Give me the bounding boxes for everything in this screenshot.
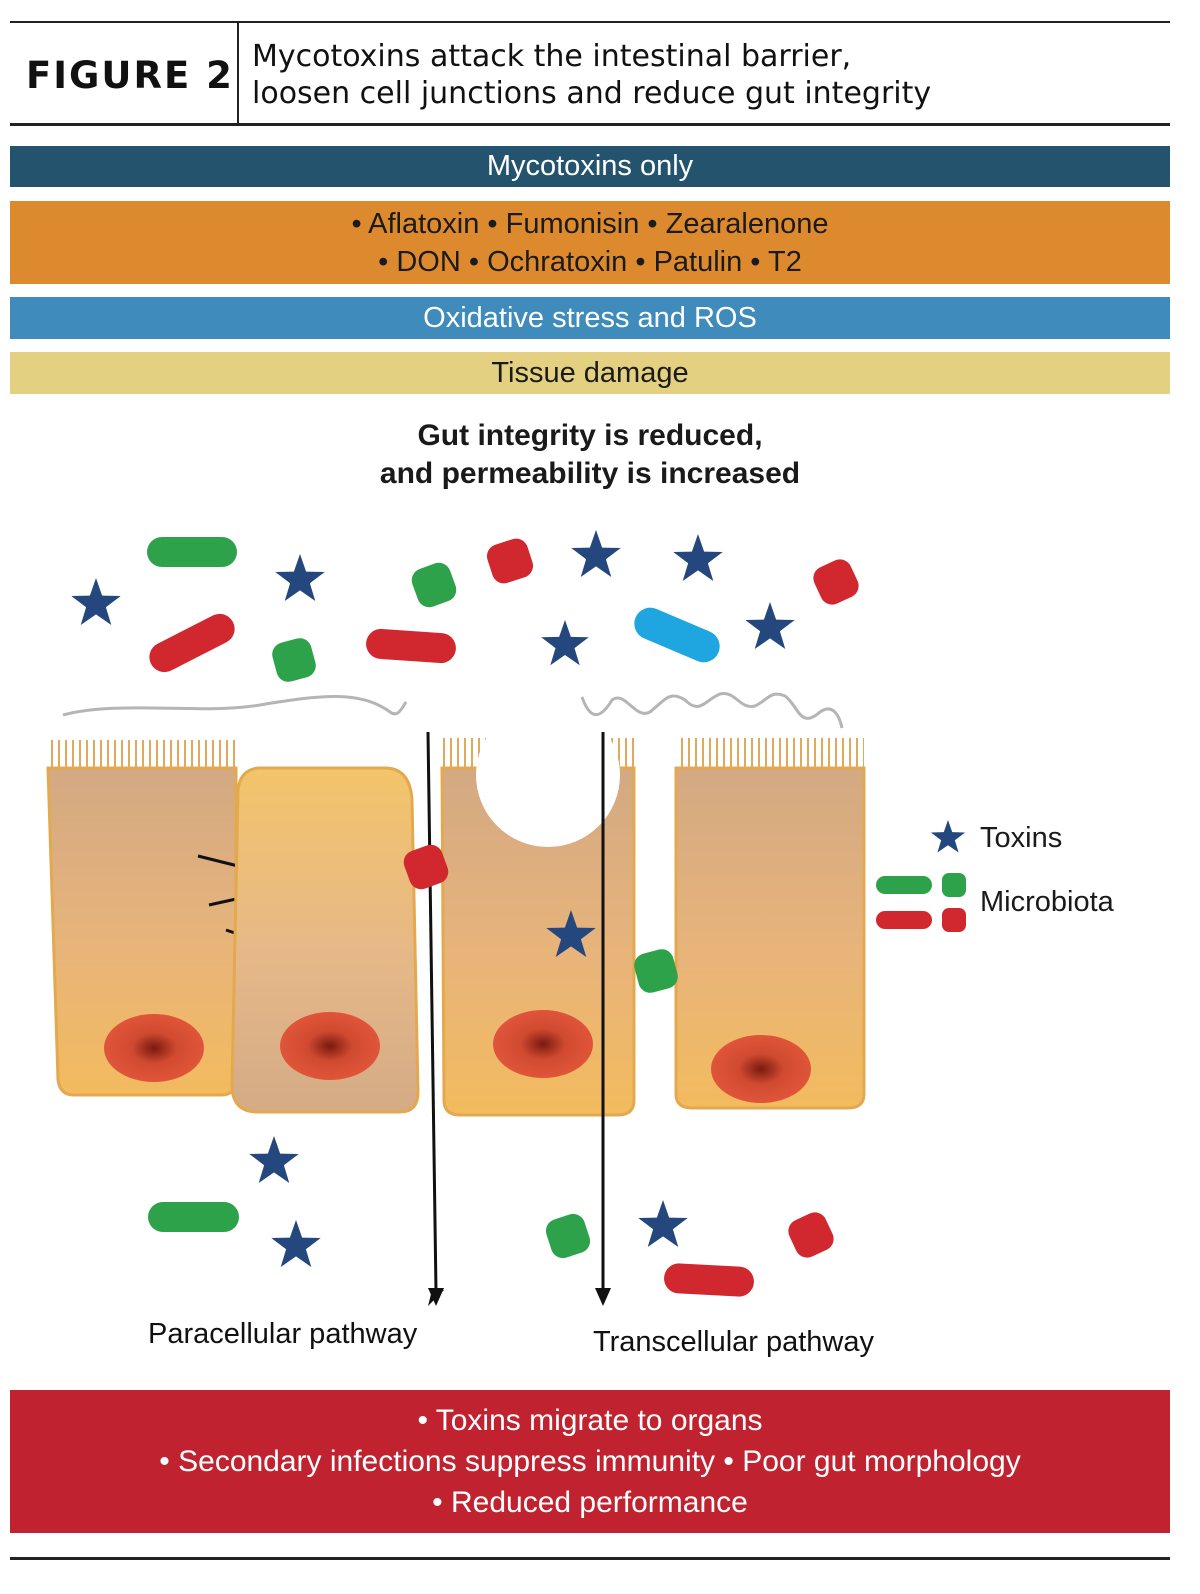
figure-label: FIGURE 2: [26, 54, 234, 97]
legend-microbe-red-coccus: [942, 908, 966, 932]
toxin-star: [71, 578, 121, 626]
epithelial-cell-2: [230, 766, 420, 1114]
mycotoxins-only-band: Mycotoxins only: [10, 146, 1170, 187]
transcellular-pathway-label: Transcellular pathway: [593, 1326, 874, 1358]
microbe-red-rod: [664, 1263, 754, 1297]
microbe-red-rod: [149, 613, 235, 673]
microbe-cyan-rod: [634, 607, 720, 663]
epithelial-cell-1: [46, 740, 263, 1097]
oxidative-stress-band: Oxidative stress and ROS: [10, 297, 1170, 339]
legend-microbe-green-rod: [876, 876, 932, 894]
transcellular-arrow: [595, 732, 611, 1306]
header-bottom-rule: [10, 123, 1170, 126]
toxin-list-line-2: • DON • Ochratoxin • Patulin • T2: [378, 246, 802, 278]
toxin-star: [275, 554, 325, 602]
microbes: [147, 537, 859, 1297]
microbe-red-coccus: [788, 1212, 834, 1258]
legend-microbe-red-rod: [876, 911, 932, 929]
figure-title-line-1: Mycotoxins attack the intestinal barrier…: [252, 39, 852, 74]
legend-toxins-label: Toxins: [980, 822, 1063, 854]
toxin-star: [541, 620, 589, 666]
paracellular-arrow: [426, 731, 444, 1306]
microbe-green-rod: [147, 537, 237, 567]
figure-title-line-2: loosen cell junctions and reduce gut int…: [252, 76, 932, 111]
figure-title: Mycotoxins attack the intestinal barrier…: [252, 38, 1152, 112]
tissue-damage-band: Tissue damage: [10, 352, 1170, 394]
microbe-red-coccus: [403, 844, 449, 890]
toxin-list-line-1: • Aflatoxin • Fumonisin • Zearalenone: [351, 208, 829, 240]
microbe-red-coccus: [486, 538, 534, 584]
bottom-rule: [10, 1557, 1170, 1560]
outcome-line-1: • Toxins migrate to organs: [417, 1404, 763, 1437]
microbe-green-coccus: [634, 949, 678, 993]
outcome-line-2: • Secondary infections suppress immunity…: [159, 1445, 1021, 1478]
toxin-star: [673, 534, 723, 582]
gut-integrity-line-1: Gut integrity is reduced,: [417, 419, 763, 452]
legend-toxin-star: [930, 820, 966, 853]
intestinal-barrier-diagram: [46, 530, 966, 1306]
gut-integrity-line-2: and permeability is increased: [379, 457, 801, 490]
microbe-green-coccus: [545, 1213, 591, 1259]
toxin-star: [571, 530, 621, 578]
epithelial-cell-3-damaged: [440, 703, 636, 1117]
nucleus: [711, 1035, 811, 1103]
gut-integrity-heading: Gut integrity is reduced, and permeabili…: [0, 417, 1180, 493]
outcomes-box: • Toxins migrate to organs • Secondary i…: [10, 1390, 1170, 1533]
outcome-line-3: • Reduced performance: [432, 1486, 748, 1519]
microbe-red-rod: [366, 628, 456, 664]
mucus-strand-left: [62, 695, 408, 717]
toxin-star: [638, 1200, 688, 1248]
top-rule: [10, 21, 1170, 23]
epithelial-cell-4: [674, 738, 866, 1110]
nucleus: [280, 1012, 380, 1080]
legend-microbe-green-coccus: [942, 873, 966, 897]
nucleus: [104, 1014, 204, 1082]
microbe-green-coccus: [272, 638, 316, 682]
nucleus: [493, 1010, 593, 1078]
microbe-green-coccus: [411, 562, 457, 608]
toxin-list-band: • Aflatoxin • Fumonisin • Zearalenone • …: [10, 201, 1170, 284]
cell-damage-lesion: [476, 703, 620, 847]
toxin-star: [745, 602, 795, 650]
toxin-star: [271, 1220, 321, 1268]
microbe-green-rod: [148, 1202, 239, 1232]
toxin-star: [249, 1136, 299, 1184]
legend-microbiota-label: Microbiota: [980, 886, 1114, 918]
paracellular-pathway-label: Paracellular pathway: [148, 1318, 418, 1350]
microbe-red-coccus: [813, 559, 859, 605]
mucus-strand-right: [580, 692, 844, 729]
header-divider: [237, 22, 239, 124]
